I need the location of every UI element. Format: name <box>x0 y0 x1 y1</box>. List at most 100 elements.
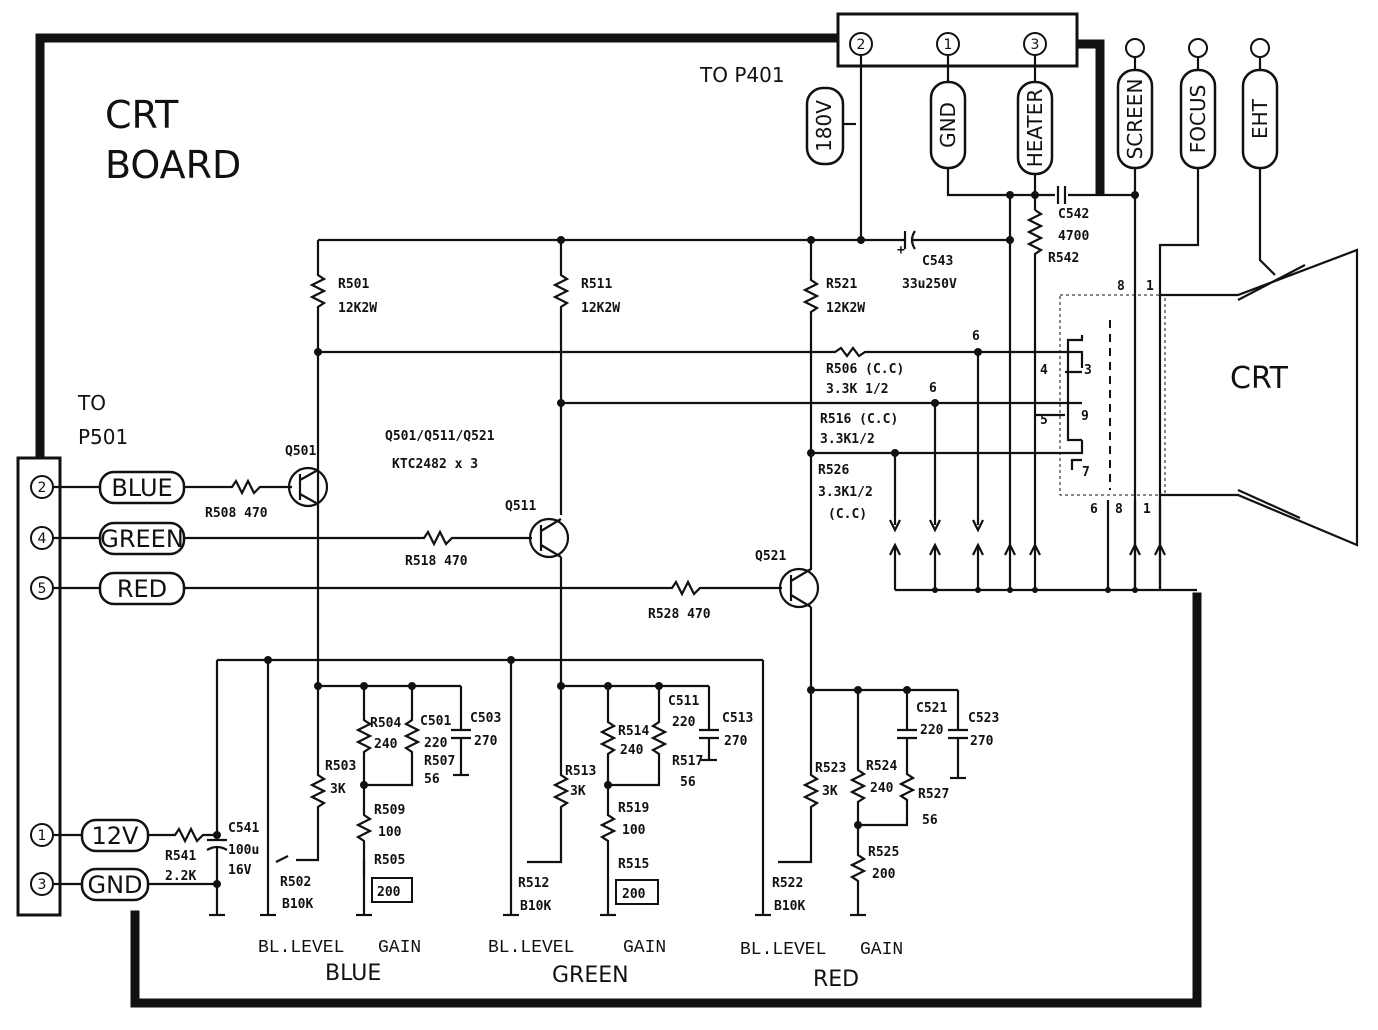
r506-value: 3.3K 1/2 <box>826 382 889 397</box>
drive-stage <box>184 466 820 690</box>
p401-pin-1: 1 <box>944 37 953 53</box>
r502-label: R502 <box>280 875 311 890</box>
svg-text:+: + <box>897 243 905 258</box>
r527-value: 56 <box>922 813 938 828</box>
red-emitter-network <box>755 660 968 917</box>
bias-supply <box>148 656 763 915</box>
crt-pin-6b: 6 <box>929 381 937 396</box>
r526-value: 3.3K1/2 <box>818 485 873 500</box>
collector-resistors <box>309 240 820 690</box>
r504-label: R504 <box>370 716 401 731</box>
eht-label: EHT <box>1248 98 1272 139</box>
q521-label: Q521 <box>755 549 786 564</box>
p501-pin-3: 3 <box>38 877 47 893</box>
blue-emitter-network <box>209 660 471 917</box>
crt-pin-8-bot: 8 <box>1115 502 1123 517</box>
r516-value: 3.3K1/2 <box>820 432 875 447</box>
r507-value: 56 <box>424 772 440 787</box>
r522-value: B10K <box>774 899 805 914</box>
r507-label: R507 <box>424 754 455 769</box>
r525-value: 200 <box>872 867 896 882</box>
blue-input-label: BLUE <box>111 474 172 502</box>
p501-connector: 2 4 5 1 3 <box>16 456 62 917</box>
r523-label: R523 <box>815 761 846 776</box>
cathode-lines <box>318 346 1084 525</box>
r525-label: R525 <box>868 845 899 860</box>
r503-label: R503 <box>325 759 356 774</box>
green-channel-label: GREEN <box>552 963 629 988</box>
r527-label: R527 <box>918 787 949 802</box>
r508-label: R508 470 <box>205 506 268 521</box>
r511-value: 12K2W <box>581 301 620 316</box>
gnd-top-label: GND <box>936 102 960 148</box>
r501-value: 12K2W <box>338 301 377 316</box>
r515-value: 200 <box>622 887 646 902</box>
c523-value: 270 <box>970 734 994 749</box>
c503-label: C503 <box>470 711 501 726</box>
r509-value: 100 <box>378 825 402 840</box>
p501-pin-1: 1 <box>38 828 47 844</box>
crt-pin-6-bot: 6 <box>1090 502 1098 517</box>
r519-label: R519 <box>618 801 649 816</box>
red-channel-label: RED <box>813 967 859 992</box>
r506-label: R506 (C.C) <box>826 362 904 377</box>
c523-label: C523 <box>968 711 999 726</box>
board-title-line2: BOARD <box>105 143 241 187</box>
crt-pin-5: 5 <box>1040 413 1048 428</box>
c513-label: C513 <box>722 711 753 726</box>
c511-label: C511 <box>668 694 699 709</box>
r542-resistor <box>1026 209 1044 265</box>
c501-value: 220 <box>424 736 448 751</box>
c541-voltage: 16V <box>228 863 252 878</box>
p501-pin-4: 4 <box>38 531 47 547</box>
red-gain-label: GAIN <box>860 940 903 960</box>
blue-gain-label: GAIN <box>378 938 421 958</box>
r521-label: R521 <box>826 277 857 292</box>
heater-label: HEATER <box>1023 89 1047 168</box>
crt-pin-1-bot: 1 <box>1143 502 1151 517</box>
c521-value: 220 <box>920 723 944 738</box>
p501-pin-5: 5 <box>38 581 47 597</box>
green-gain-label: GAIN <box>623 938 666 958</box>
r504-value: 240 <box>374 737 398 752</box>
p401-label: TO P401 <box>699 63 785 87</box>
blue-channel-label: BLUE <box>325 961 381 986</box>
crt-pin-9: 9 <box>1081 409 1089 424</box>
green-bl-level-label: BL.LEVEL <box>488 938 574 958</box>
gnd-input-label: GND <box>87 871 142 899</box>
p501-label-line1: TO <box>77 391 106 415</box>
crt-pin-4: 4 <box>1040 363 1048 378</box>
r542-label: R542 <box>1048 251 1079 266</box>
c542-value: 4700 <box>1058 229 1089 244</box>
r521-value: 12K2W <box>826 301 865 316</box>
crt-pin-7: 7 <box>1082 465 1090 480</box>
r509-label: R509 <box>374 803 405 818</box>
r524-label: R524 <box>866 759 897 774</box>
c513-value: 270 <box>724 734 748 749</box>
r503-value: 3K <box>330 782 346 797</box>
green-emitter-network <box>503 660 719 917</box>
c511-value: 220 <box>672 715 696 730</box>
p501-label-line2: P501 <box>78 425 128 449</box>
p501-pin-2: 2 <box>38 480 47 496</box>
top-signal-pills: 180V GND HEATER SCREEN FOCUS EHT <box>805 38 1279 176</box>
green-input-label: GREEN <box>100 525 184 553</box>
c542-label: C542 <box>1058 207 1089 222</box>
q511-label: Q511 <box>505 499 536 514</box>
blue-bl-level-label: BL.LEVEL <box>258 938 344 958</box>
r517-label: R517 <box>672 754 703 769</box>
r515-label: R515 <box>618 857 649 872</box>
v180-label: 180V <box>812 100 836 152</box>
crt-pin-8-top: 8 <box>1117 279 1125 294</box>
r512-label: R512 <box>518 876 549 891</box>
r528-label: R528 470 <box>648 607 711 622</box>
r541-label: R541 <box>165 849 196 864</box>
crt-tube <box>1059 248 1359 547</box>
focus-label: FOCUS <box>1186 85 1210 154</box>
transistor-type-value: KTC2482 x 3 <box>392 457 478 472</box>
r518-label: R518 470 <box>405 554 468 569</box>
board-outline <box>35 33 1202 1008</box>
r523-value: 3K <box>822 784 838 799</box>
r505-label: R505 <box>374 853 405 868</box>
